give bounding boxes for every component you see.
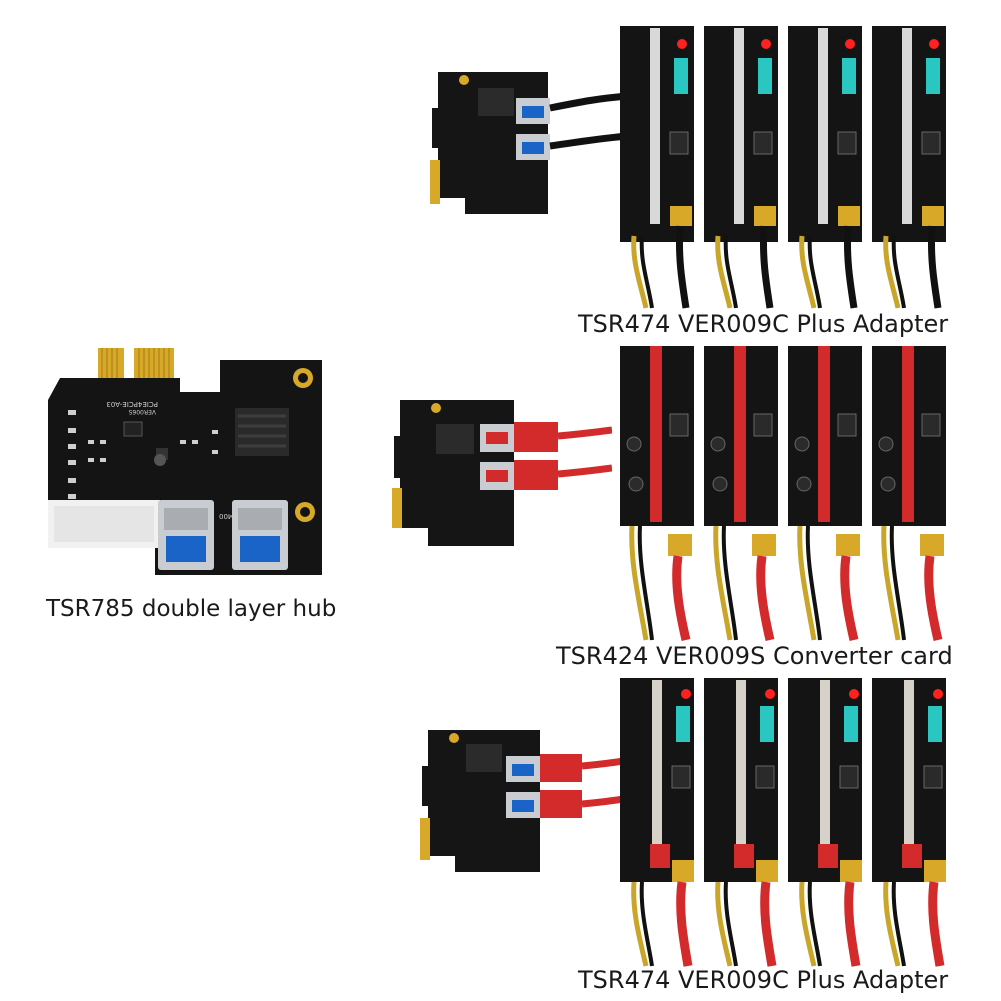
small-hub-top-photo bbox=[430, 72, 630, 214]
small-hub-bottom-photo bbox=[420, 730, 630, 872]
usb-port-right bbox=[232, 500, 288, 570]
riser-row-bottom-photo bbox=[620, 676, 958, 968]
hub-board-photo: PCIE4PCIE-A03 VER006S M00 bbox=[48, 348, 322, 575]
caption-hub: TSR785 double layer hub bbox=[46, 596, 337, 622]
small-hub-mid-photo bbox=[392, 400, 612, 546]
gold-edge-connector bbox=[98, 348, 174, 378]
caption-top-kit: TSR474 VER009C Plus Adapter bbox=[578, 310, 949, 338]
svg-text:PCIE4PCIE-A03: PCIE4PCIE-A03 bbox=[106, 400, 158, 408]
svg-text:M00: M00 bbox=[219, 512, 234, 520]
svg-text:VER006S: VER006S bbox=[128, 408, 156, 415]
caption-mid-kit: TSR424 VER009S Converter card bbox=[556, 642, 953, 670]
caption-bottom-kit: TSR474 VER009C Plus Adapter bbox=[578, 966, 949, 994]
usb-port-left bbox=[158, 500, 214, 570]
riser-row-top-photo bbox=[620, 22, 958, 312]
riser-row-mid-photo bbox=[620, 344, 958, 642]
